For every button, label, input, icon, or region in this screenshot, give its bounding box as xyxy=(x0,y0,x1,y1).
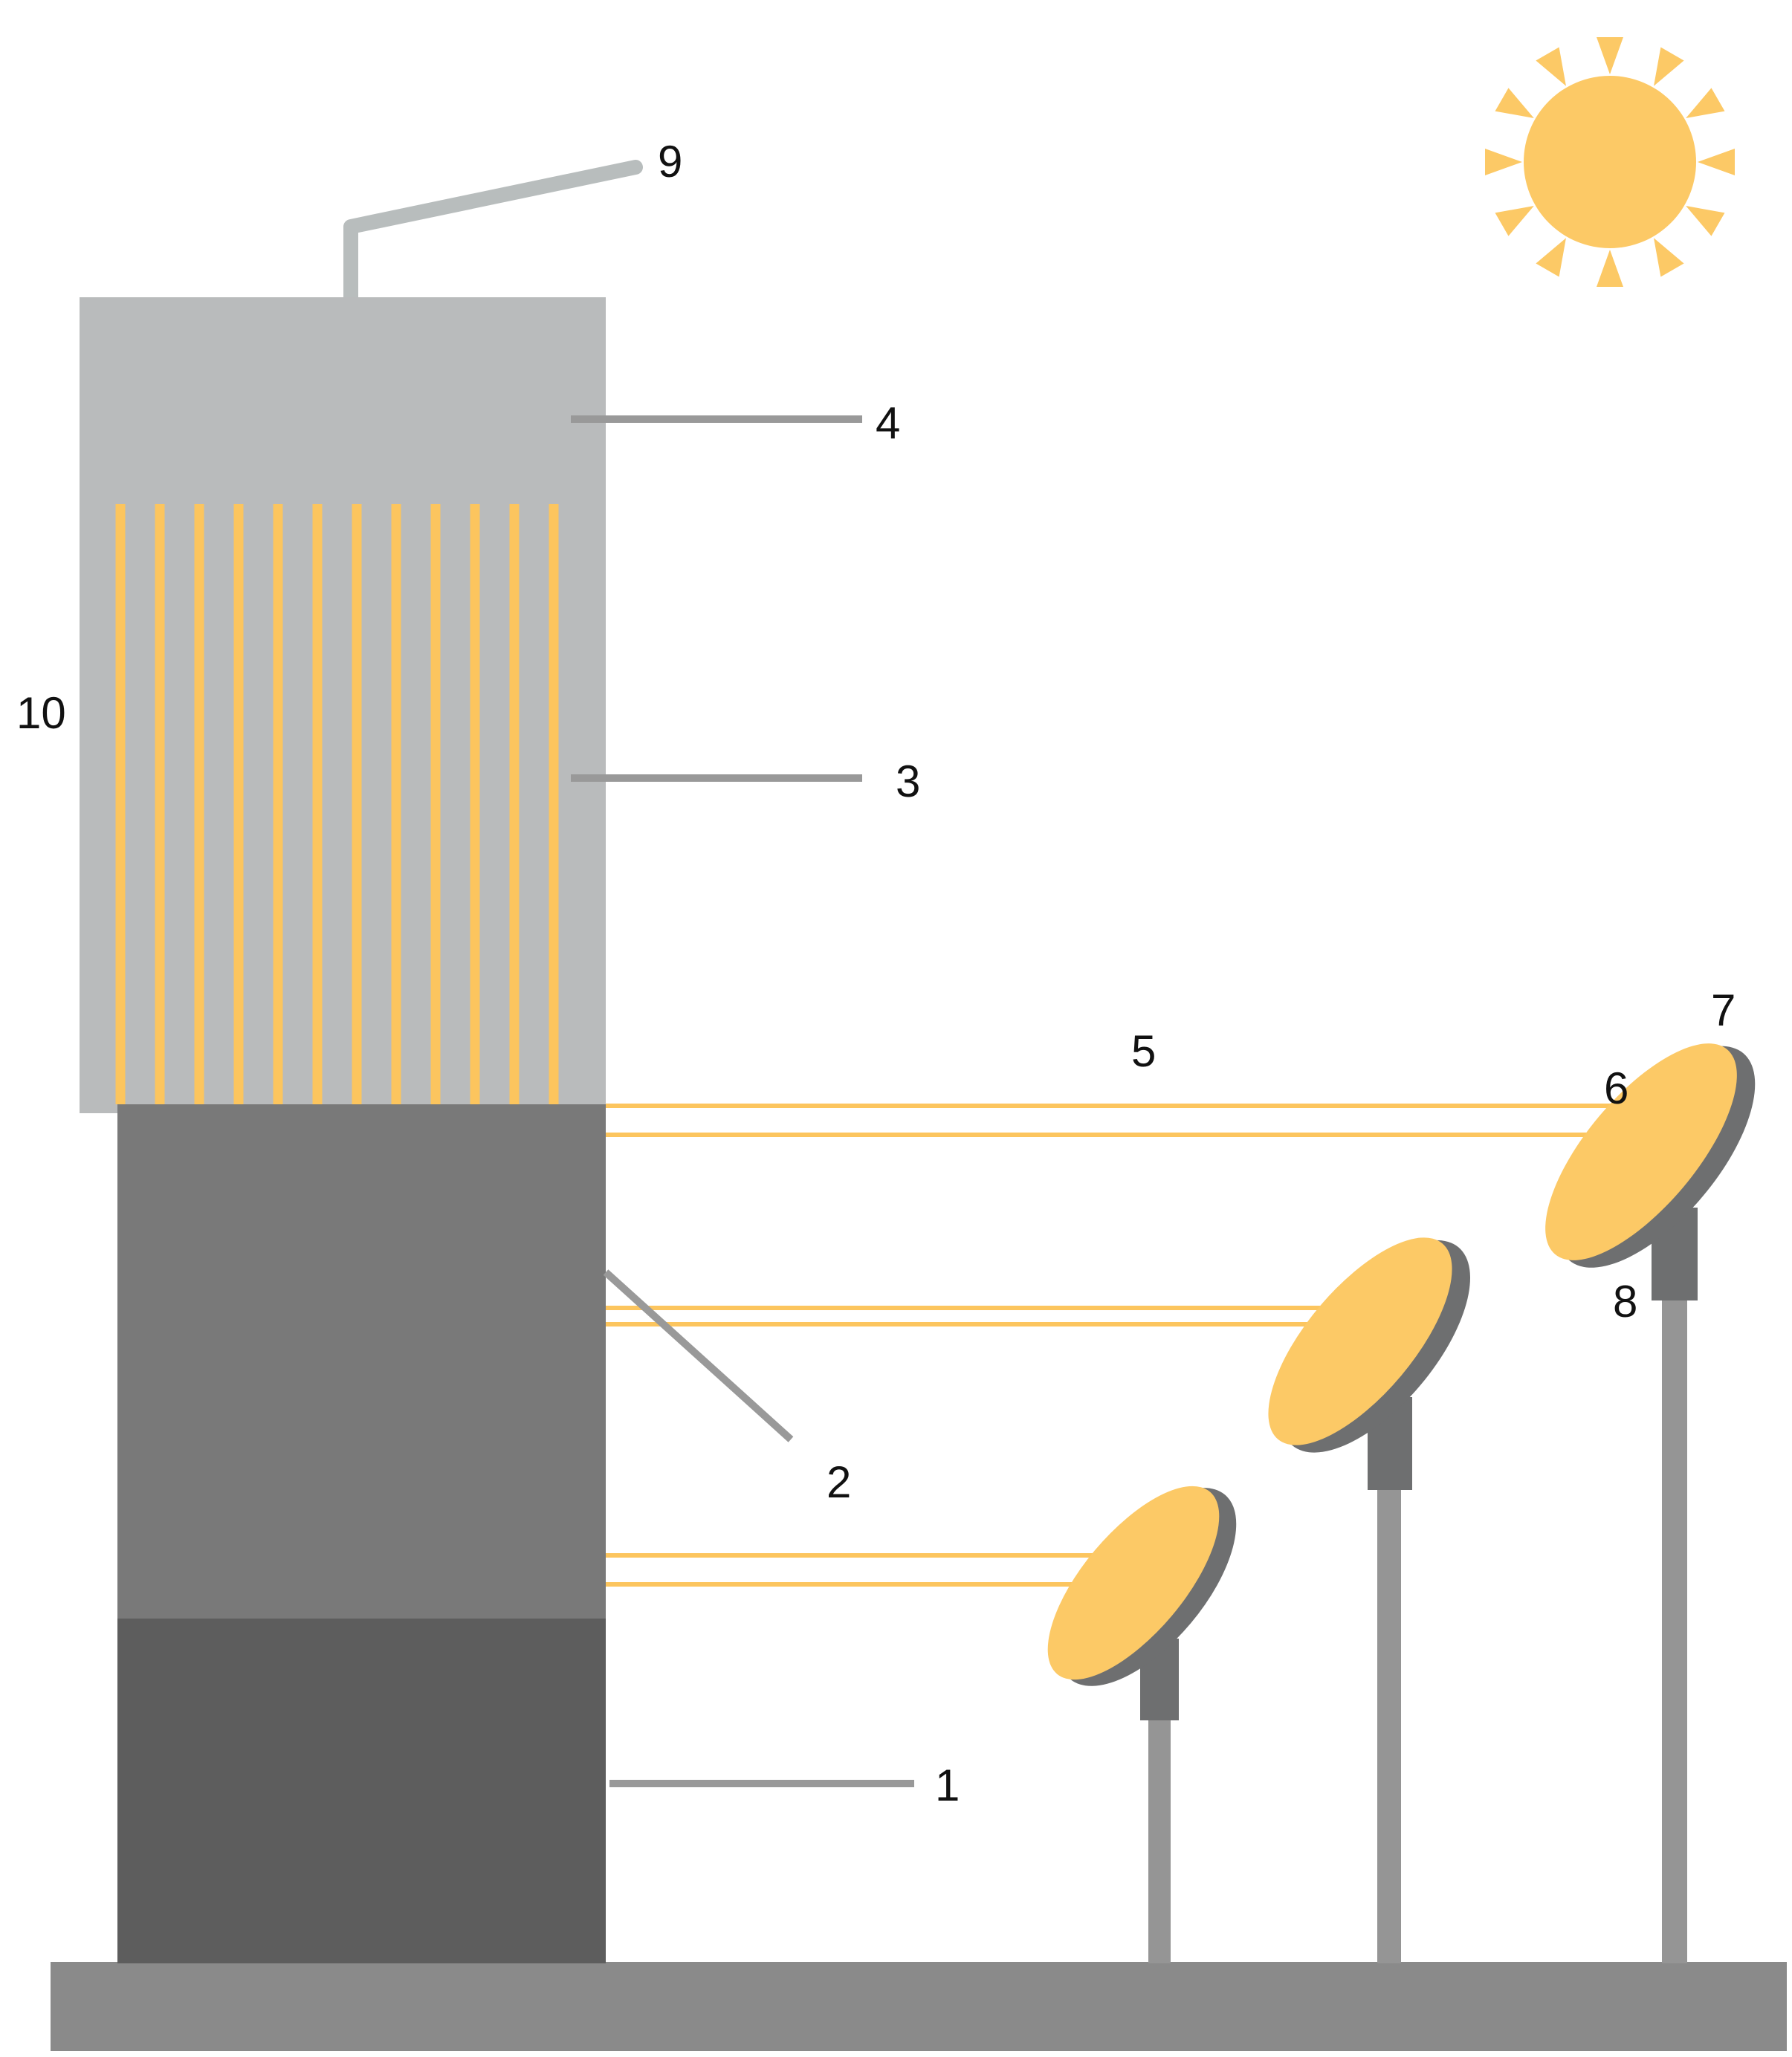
leader-lines xyxy=(571,415,914,1787)
mirror-face xyxy=(1545,1043,1737,1260)
callout-2: 2 xyxy=(827,1457,851,1507)
sun-disc xyxy=(1524,76,1696,248)
heliostat-back xyxy=(1545,1043,1756,1963)
mirror-face xyxy=(1268,1237,1452,1445)
callout-7: 7 xyxy=(1711,985,1736,1035)
callout-1: 1 xyxy=(935,1760,960,1810)
heliostat-post xyxy=(1148,1717,1171,1963)
heliostat-post xyxy=(1662,1297,1687,1963)
callout-4: 4 xyxy=(876,398,900,448)
leader-line-2 xyxy=(603,1269,794,1442)
tower-middle-section xyxy=(117,1104,606,1619)
sun-icon xyxy=(1485,37,1735,287)
light-beams xyxy=(606,1104,1624,1587)
mirror-face xyxy=(1047,1486,1220,1680)
heliostat-post xyxy=(1377,1486,1401,1963)
outlet-pipe xyxy=(343,160,643,306)
heliostat-front xyxy=(1047,1486,1237,1963)
heliostat-middle xyxy=(1268,1237,1470,1963)
callout-3: 3 xyxy=(896,757,920,806)
callout-9: 9 xyxy=(658,137,682,187)
ground-base xyxy=(51,1962,1787,2051)
tower-base-section xyxy=(117,1619,606,1963)
callout-10: 10 xyxy=(16,688,66,738)
callout-8: 8 xyxy=(1613,1277,1637,1326)
callout-6: 6 xyxy=(1604,1063,1628,1113)
callout-5: 5 xyxy=(1131,1026,1156,1076)
receiver-tubes xyxy=(115,504,559,1104)
